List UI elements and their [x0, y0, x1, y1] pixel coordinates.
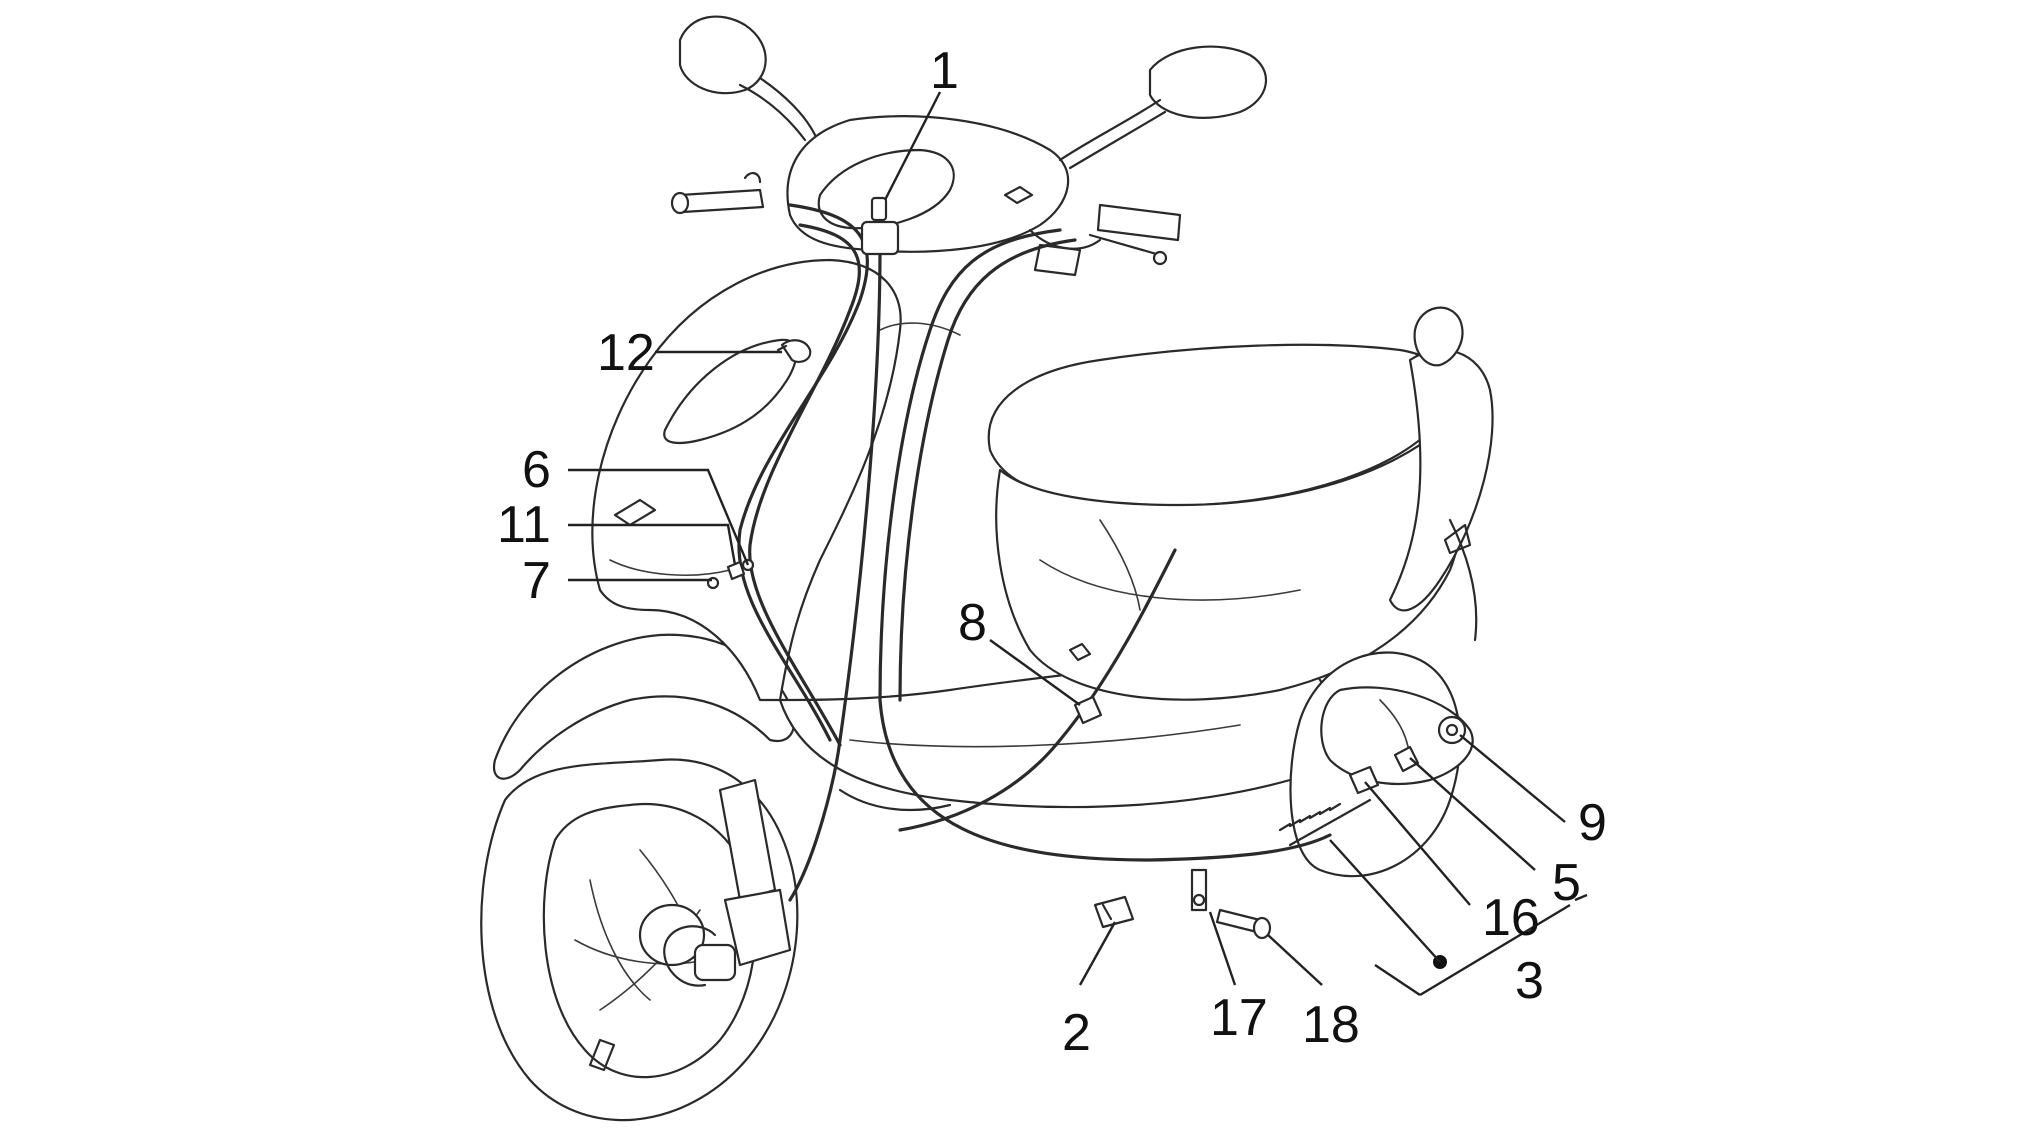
leader-17: [1208, 911, 1237, 986]
callout-11: 11: [497, 496, 551, 554]
front-fender: [492, 633, 795, 780]
part-17-bracket: [1190, 868, 1208, 912]
rear-body: [1388, 306, 1494, 642]
cable-spring: [1278, 798, 1372, 847]
part-8-guide: [1073, 695, 1103, 725]
callout-7: 7: [522, 552, 551, 610]
leader-16: [1364, 781, 1471, 906]
part-12-clamp: [776, 339, 812, 364]
stand: [838, 788, 952, 812]
callout-labels: 1 2 3 5 6 7 8 9 11 12 16 17 18: [497, 42, 1607, 1062]
callout-12: 12: [597, 324, 655, 382]
callout-5: 5: [1552, 854, 1581, 912]
front-fork: [663, 778, 792, 987]
leader-5: [1409, 757, 1536, 871]
leader-18: [1267, 934, 1323, 986]
part-1-splitter: [860, 196, 900, 256]
right-grip: [1033, 203, 1182, 277]
leader-3-bracket: [1419, 903, 1571, 997]
callout-8: 8: [958, 594, 987, 652]
callout-2: 2: [1062, 1004, 1091, 1062]
right-mirror: [1058, 45, 1268, 170]
callout-3: 3: [1515, 952, 1544, 1010]
callout-17: 17: [1210, 989, 1268, 1047]
cable-right: [878, 228, 1332, 862]
callout-1: 1: [930, 42, 959, 100]
leader-3-to-spring: [1329, 839, 1441, 963]
cable-left-2: [748, 223, 861, 747]
left-mirror: [678, 15, 817, 142]
leader-8: [989, 639, 1081, 706]
cable-right-2: [898, 238, 1077, 702]
leader-9: [1459, 734, 1566, 823]
callout-16: 16: [1482, 889, 1540, 947]
handlebar-cowl: [786, 115, 1102, 253]
part-9-nut: [1437, 715, 1467, 745]
left-grip: [670, 172, 765, 215]
part-2-block: [1093, 895, 1135, 929]
leader-3-tick-b: [1574, 893, 1588, 902]
callout-9: 9: [1578, 794, 1607, 852]
cable-seat: [898, 548, 1177, 832]
part-16-adjuster: [1348, 765, 1380, 795]
part-5-pin: [1393, 745, 1420, 773]
parts: [706, 196, 1467, 969]
leader-1: [883, 91, 942, 201]
leader-2: [1078, 921, 1117, 986]
callout-6: 6: [522, 441, 551, 499]
leader-3-tick-a: [1374, 964, 1421, 996]
leader-lines: [568, 91, 1588, 997]
side-panel: [995, 428, 1463, 701]
leader-11: [568, 523, 737, 566]
callout-18: 18: [1302, 996, 1360, 1054]
part-18-bolt: [1215, 908, 1272, 940]
rear-wheel: [1289, 651, 1474, 878]
scooter-drawing: [480, 15, 1494, 1122]
cable-center: [788, 248, 882, 902]
leader-6: [568, 468, 750, 566]
part-11-clip: [726, 560, 746, 581]
